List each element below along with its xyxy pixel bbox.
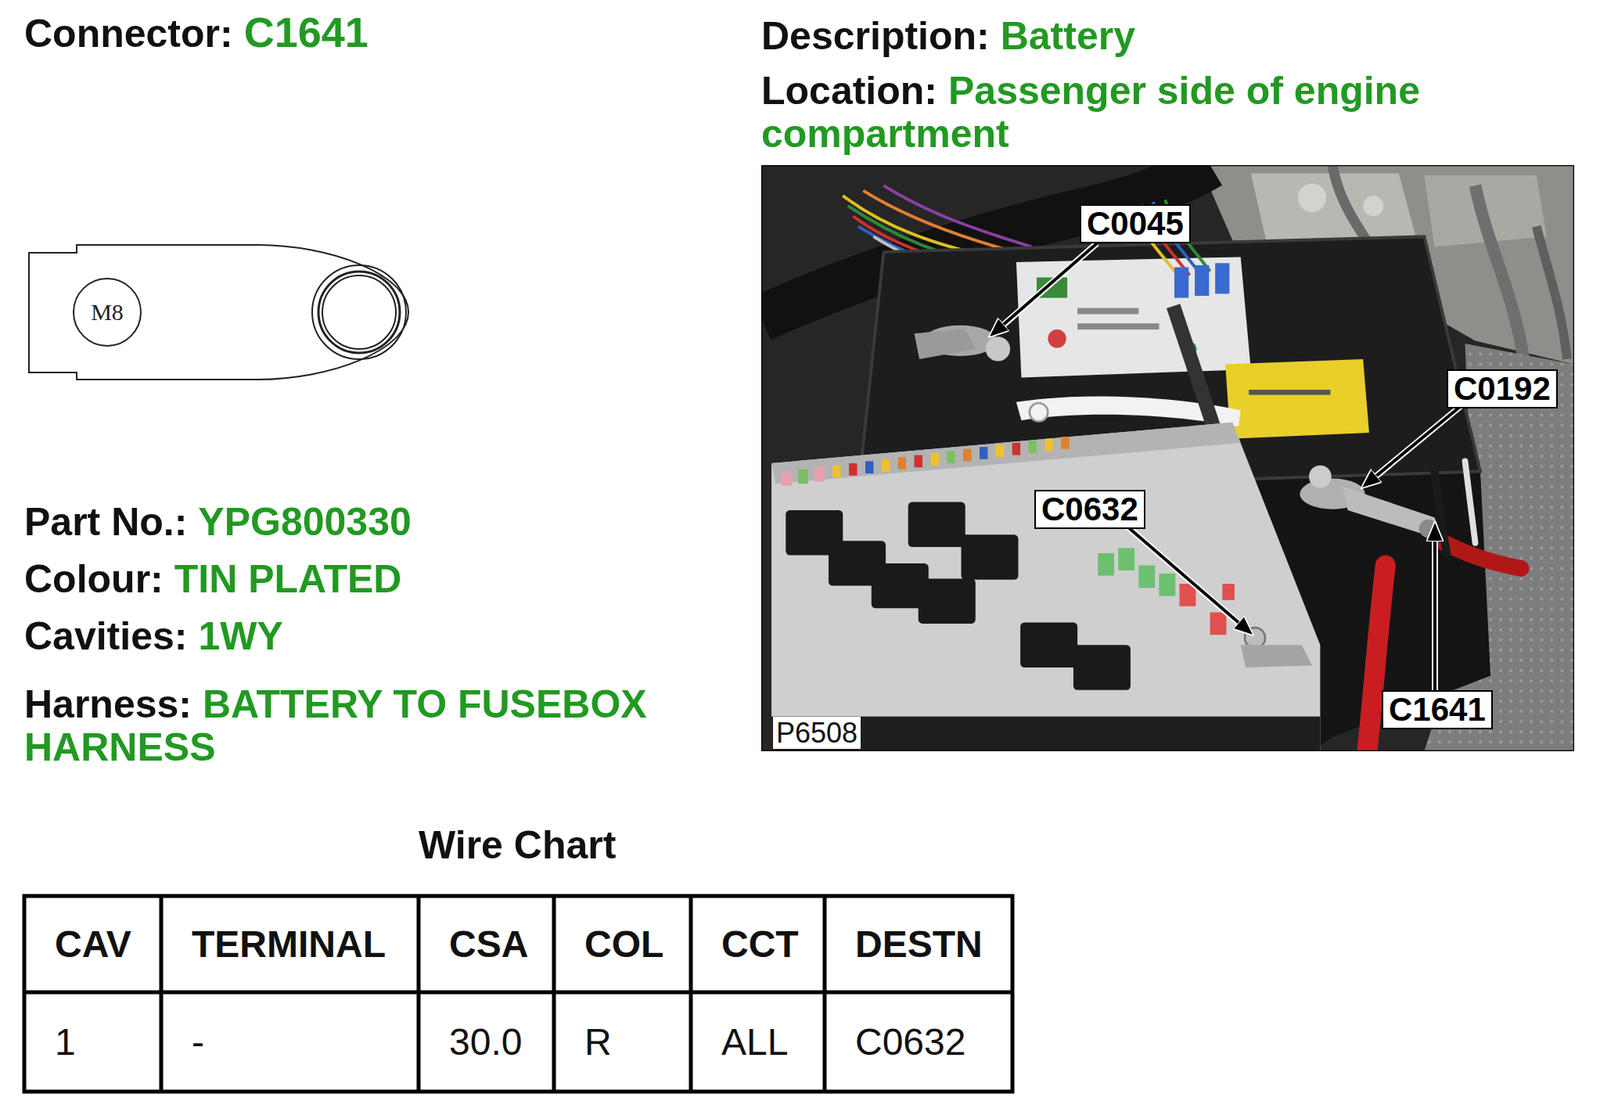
node-text: C0192 [1453,370,1551,407]
node-text: C0045 [1086,204,1184,242]
node-text: M8 [90,298,124,326]
text-line: Location:Passenger side of engine compar… [761,69,1489,156]
table-header-cell: DESTN [855,922,983,966]
engine-bay-photo [761,165,1575,752]
text-line: P6508 [773,717,1008,749]
figure-id: P6508 [773,716,861,749]
field-value: Battery [1000,14,1136,58]
callout-label: C0045 [1079,204,1191,244]
table-cell-frame: CCT [693,898,823,990]
field-name: Cavities: [24,614,187,658]
wire-chart-grid [24,895,1013,1092]
field-name: Description: [761,14,990,58]
text-line: Colour:TIN PLATED [24,557,729,601]
table-cell-frame: C0632 [826,994,1011,1090]
table-cell-frame: 30.0 [420,994,552,1090]
table-header-cell: CAV [54,922,132,966]
table-cell-frame: R [556,994,689,1090]
table-cell-frame: ALL [693,994,823,1090]
text-line: Cavities:1WY [24,614,729,658]
text-line: Connector:C1641 [24,9,729,56]
table-cell-frame: COL [556,898,689,990]
connector-id: C1641 [244,8,369,56]
table-cell-frame: DESTN [826,898,1011,990]
field-name: Location: [761,68,938,113]
fusebox [771,422,1320,752]
field-value: 1WY [197,614,283,658]
text-line: Description:Battery [761,14,1575,58]
field-name: Connector: [24,11,234,56]
table-cell: 30.0 [449,1020,522,1064]
table-header-cell: COL [584,922,664,966]
section-heading: Wire Chart [418,823,616,867]
table-header-cell: TERMINAL [191,922,386,966]
callout-leaders [989,243,1461,691]
table-cell-frame: CAV [26,898,159,990]
stud-size-circle: M8 [72,277,142,347]
field-name: Colour: [24,557,164,601]
node-text: C0632 [1041,490,1139,528]
callout-label: C0632 [1034,489,1146,529]
text-line: Wire Chart [418,823,810,867]
table-header-cell: CCT [721,922,799,966]
field-value: TIN PLATED [174,557,403,601]
table-cell: C0632 [855,1020,966,1064]
table-cell: ALL [721,1020,788,1064]
table-cell-frame: 1 [26,994,159,1090]
table-cell-frame: CSA [420,898,552,990]
table-cell: 1 [54,1020,76,1064]
table-cell-frame: - [163,994,417,1090]
text-line: Part No.:YPG800330 [24,500,729,544]
node-text: C1641 [1388,690,1486,728]
table-cell: - [191,1020,205,1064]
field-name: Part No.: [24,499,187,544]
red-cables [1295,460,1521,752]
text-line: Harness:BATTERY TO FUSEBOX HARNESS [24,683,729,770]
connector-outline [28,244,409,380]
field-value: YPG800330 [197,499,411,544]
callout-label: C1641 [1381,690,1493,730]
field-name: Harness: [24,682,192,727]
table-cell-frame: TERMINAL [163,898,417,990]
table-cell: R [584,1020,612,1064]
table-header-cell: CSA [449,922,529,966]
callout-label: C0192 [1446,369,1558,409]
